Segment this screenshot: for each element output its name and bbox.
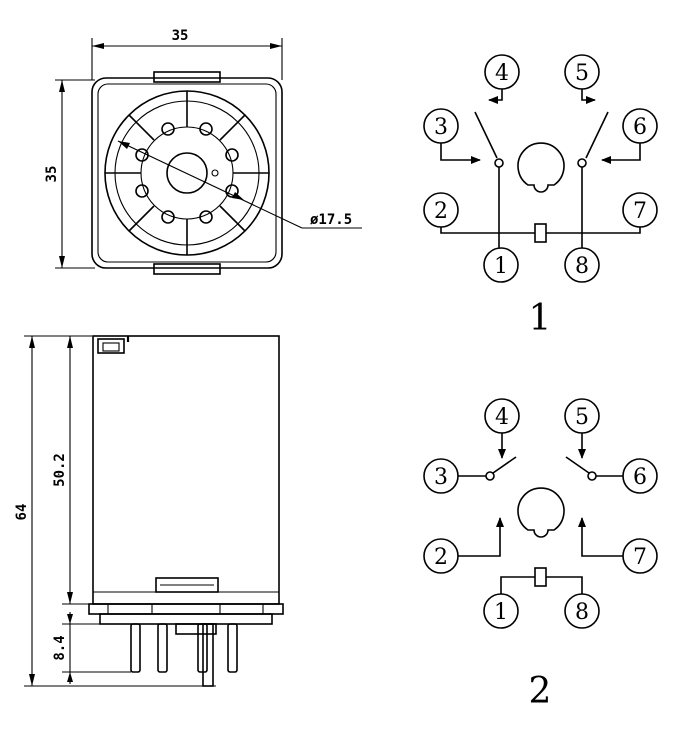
top-body-outline bbox=[91, 77, 283, 269]
side-latch bbox=[97, 338, 125, 354]
svg-text:8: 8 bbox=[575, 254, 589, 279]
d2-coil bbox=[534, 567, 547, 587]
top-width-dimension: 35 bbox=[91, 28, 283, 80]
side-pins bbox=[130, 623, 238, 673]
side-body bbox=[92, 335, 280, 605]
d2-pin-3: 3 bbox=[423, 458, 459, 494]
pin-length-label: 8.4 bbox=[52, 635, 68, 660]
diameter-dimension: ø17.5 bbox=[117, 140, 362, 229]
pin-length-dimension: 8.4 bbox=[52, 612, 131, 684]
d1-pin-3: 3 bbox=[423, 108, 459, 144]
d2-pin-7: 7 bbox=[622, 538, 658, 574]
svg-text:1: 1 bbox=[494, 600, 508, 625]
side-base bbox=[88, 603, 284, 615]
d1-pin-7: 7 bbox=[622, 192, 658, 228]
bottom-tab bbox=[153, 263, 221, 275]
d1-pin-5: 5 bbox=[564, 54, 600, 90]
diagram-1-label: 1 bbox=[529, 298, 552, 339]
svg-text:5: 5 bbox=[575, 405, 589, 430]
svg-text:3: 3 bbox=[434, 115, 448, 140]
socket bbox=[104, 90, 270, 256]
total-height-dimension: 64 bbox=[14, 335, 176, 687]
d2-key bbox=[517, 487, 565, 538]
d2-pin-4: 4 bbox=[484, 398, 520, 434]
d1-coil bbox=[534, 223, 547, 243]
svg-text:5: 5 bbox=[575, 61, 589, 86]
d2-pin-2: 2 bbox=[423, 538, 459, 574]
svg-text:4: 4 bbox=[495, 61, 509, 86]
d2-pin-1: 1 bbox=[483, 593, 519, 629]
wiring-diagram-1: 4 5 3 6 2 7 1 8 bbox=[423, 54, 658, 339]
svg-text:2: 2 bbox=[434, 199, 448, 224]
d1-pin-8: 8 bbox=[564, 247, 600, 283]
body-height-label: 50.2 bbox=[52, 453, 68, 487]
svg-text:4: 4 bbox=[495, 405, 509, 430]
diameter-label: ø17.5 bbox=[310, 212, 352, 228]
diagram-2-label: 2 bbox=[529, 671, 552, 712]
svg-text:6: 6 bbox=[633, 465, 647, 490]
d1-pin-4: 4 bbox=[484, 54, 520, 90]
svg-text:8: 8 bbox=[575, 600, 589, 625]
svg-text:6: 6 bbox=[633, 115, 647, 140]
d2-pin-8: 8 bbox=[564, 593, 600, 629]
top-width-label: 35 bbox=[172, 28, 189, 44]
d2-pin-5: 5 bbox=[564, 398, 600, 434]
d1-key bbox=[517, 142, 565, 193]
d1-pin-1: 1 bbox=[483, 247, 519, 283]
svg-text:7: 7 bbox=[633, 199, 647, 224]
body-height-dimension: 50.2 bbox=[52, 335, 92, 605]
svg-text:2: 2 bbox=[434, 545, 448, 570]
top-view: 35 35 bbox=[44, 28, 362, 275]
side-view: 64 50.2 8.4 bbox=[14, 335, 284, 687]
d2-pin-6: 6 bbox=[622, 458, 658, 494]
svg-text:3: 3 bbox=[434, 465, 448, 490]
wiring-diagram-2: 4 5 3 6 2 7 1 8 bbox=[423, 398, 658, 712]
svg-text:7: 7 bbox=[633, 545, 647, 570]
svg-text:1: 1 bbox=[494, 254, 508, 279]
d1-pin-6: 6 bbox=[622, 108, 658, 144]
d1-pin-2: 2 bbox=[423, 192, 459, 228]
top-height-dimension: 35 bbox=[44, 79, 95, 269]
total-height-label: 64 bbox=[14, 504, 30, 521]
top-height-label: 35 bbox=[44, 166, 60, 183]
side-base-lower bbox=[99, 613, 273, 625]
top-body-inner bbox=[97, 83, 277, 263]
top-tab bbox=[153, 71, 221, 83]
